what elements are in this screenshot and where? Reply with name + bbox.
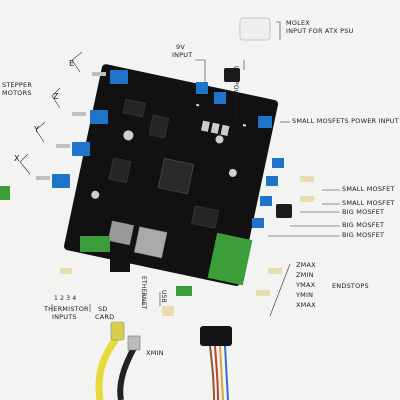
thermistor-header	[80, 236, 110, 252]
label-axis-z: Z	[53, 92, 59, 101]
label-9v-line2: INPUT	[172, 51, 193, 59]
stepper-terminal-z	[72, 110, 108, 124]
endstop-connector	[268, 268, 282, 274]
label-zmin: ZMIN	[296, 271, 314, 279]
label-molex-sub: INPUT FOR ATX PSU	[286, 27, 354, 35]
label-big-mosfet-3: BIG MOSFET	[342, 231, 385, 239]
terminal-mosfet-2	[266, 176, 278, 186]
label-thermistor-line1: THERMISTOR	[44, 305, 89, 313]
connector-small-mosfet-2	[300, 196, 314, 202]
label-molex: MOLEX	[286, 19, 310, 27]
terminal-small-mosfets-power	[258, 116, 272, 128]
xmin-header	[176, 286, 192, 296]
stepper-terminal-y	[56, 142, 90, 156]
label-axis-y: Y	[34, 125, 40, 134]
cable-black	[117, 335, 141, 400]
pcb-board	[63, 64, 279, 287]
label-9v-line1: 9V	[176, 43, 185, 51]
label-sd-line2: CARD	[95, 313, 115, 321]
sd-card-slot	[110, 256, 130, 272]
connector-small-mosfet	[300, 176, 314, 182]
cable-yellow	[95, 321, 125, 400]
endstop-connector-2	[256, 290, 270, 296]
big-mosfet-component	[276, 204, 292, 218]
stepper-terminal-x	[36, 174, 70, 188]
label-ethernet: ETHERNET	[140, 276, 147, 310]
label-stepper-line2: MOTORS	[2, 89, 32, 97]
label-axis-x: X	[14, 154, 20, 163]
annotation-lines	[19, 21, 340, 317]
label-axis-e: E	[69, 59, 75, 68]
terminal-usb-power	[214, 92, 226, 104]
cable-ribbon	[200, 326, 232, 400]
left-edge-connector	[0, 186, 10, 200]
barrel-jack	[224, 68, 240, 82]
terminal-mosfet-1	[272, 158, 284, 168]
label-zmax: ZMAX	[296, 261, 316, 269]
label-thermistor-line2: INPUTS	[52, 313, 77, 321]
label-usb-power-input: USB POWER INPUT	[232, 66, 239, 126]
label-thermistor-numbers: 1 2 3 4	[54, 295, 77, 302]
label-small-mosfets-power-input: SMALL MOSFETS POWER INPUT	[292, 117, 399, 125]
terminal-9v	[196, 82, 208, 94]
terminal-mosfet-3	[260, 196, 272, 206]
label-ymin: YMIN	[296, 291, 314, 299]
thermistor-connector	[60, 268, 72, 274]
label-endstops: ENDSTOPS	[332, 282, 369, 290]
label-stepper-line1: STEPPER	[2, 81, 33, 89]
label-big-mosfet-2: BIG MOSFET	[342, 221, 385, 229]
label-small-mosfet-2: SMALL MOSFET	[342, 199, 395, 207]
label-xmax: XMAX	[296, 301, 316, 309]
stepper-terminal-e	[92, 70, 128, 84]
xmin-connector	[162, 306, 174, 316]
label-ymax: YMAX	[296, 281, 316, 289]
label-xmin: XMIN	[146, 349, 164, 357]
label-usb: USB	[160, 290, 167, 303]
label-sd-line1: SD	[98, 305, 108, 313]
molex-connector	[239, 17, 271, 41]
endstop-header	[207, 232, 253, 286]
label-small-mosfet-1: SMALL MOSFET	[342, 185, 395, 193]
terminal-mosfet-4	[252, 218, 264, 228]
label-big-mosfet-1: BIG MOSFET	[342, 208, 385, 216]
